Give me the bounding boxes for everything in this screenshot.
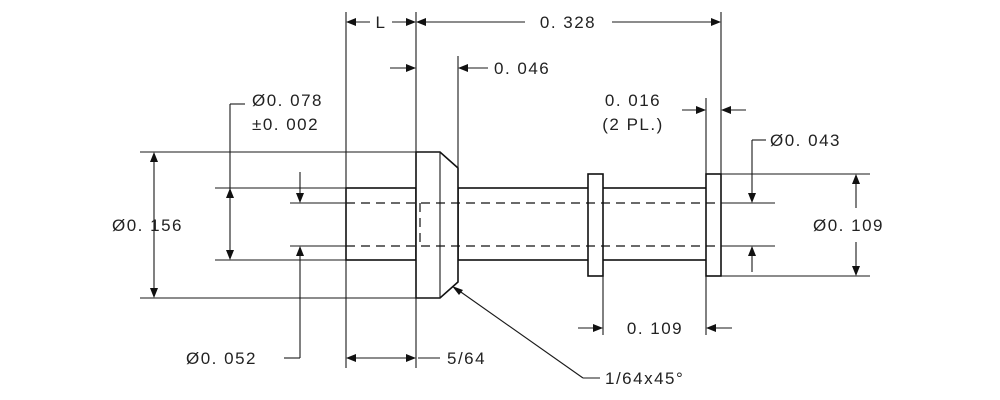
dim-counterbore-depth: 5/64 [447,349,486,368]
dim-head-thickness: 0. 046 [494,59,550,78]
dim-overall-length: 0. 328 [540,13,596,32]
ring-left [587,173,604,277]
part-outline [345,151,722,299]
head-flange [415,151,459,299]
dim-pin-diameter: Ø0. 043 [770,131,841,150]
shank-body [457,187,709,261]
dimension-lines [150,18,860,379]
dim-shank-diameter: Ø0. 109 [813,216,884,235]
dim-ring-width: 0. 016 [605,91,661,110]
dim-head-diameter: Ø0. 156 [112,216,183,235]
dim-counterbore-diameter: Ø0. 078 [252,91,323,110]
dim-chamfer: 1/64x45° [605,369,684,388]
sleeve-body [345,187,417,261]
dim-ring-spacing: 0. 109 [627,319,683,338]
dim-length-l: L [376,13,387,32]
extension-lines [140,12,870,368]
dim-counterbore-tolerance: ±0. 002 [252,115,319,134]
dim-bore-diameter: Ø0. 052 [186,349,257,368]
dim-ring-count: (2 PL.) [602,115,664,134]
dimension-labels: L 0. 328 0. 046 0. 016 (2 PL.) Ø0. 043 Ø… [112,13,884,388]
ring-right [705,173,722,277]
